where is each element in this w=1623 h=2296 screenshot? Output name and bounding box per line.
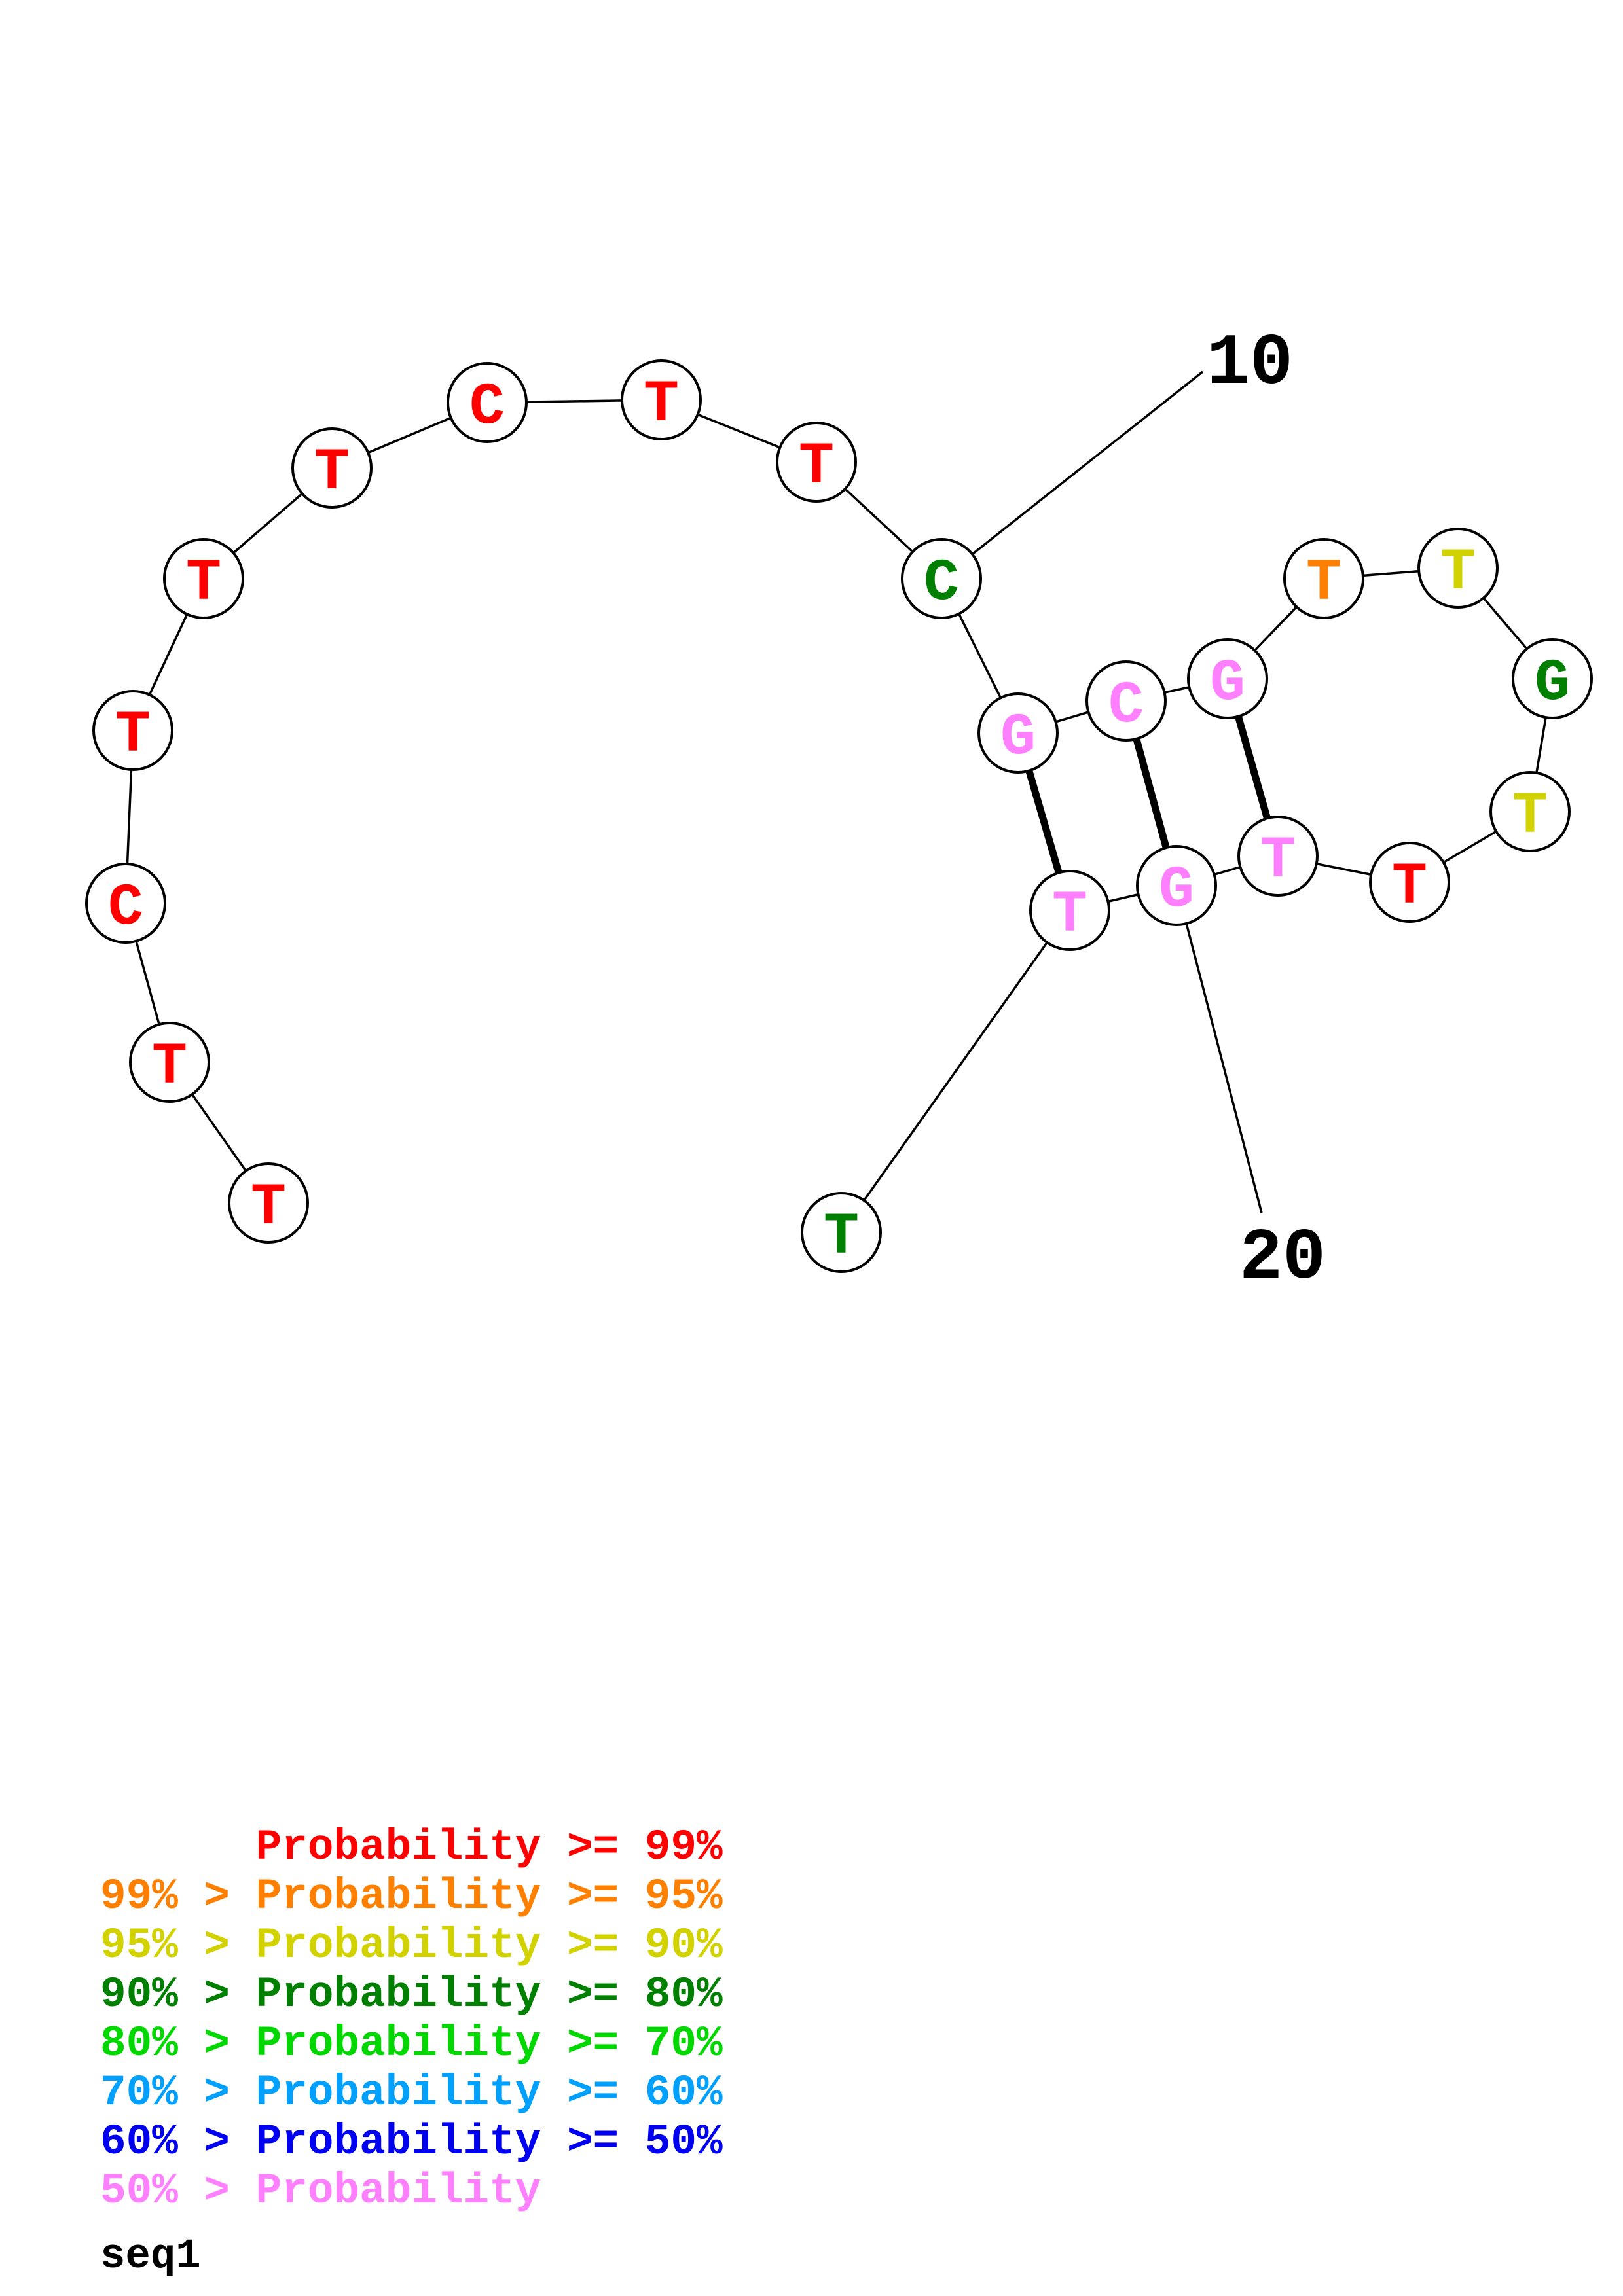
nucleotide-base-4: T	[115, 702, 151, 769]
nucleotide-base-15: T	[1440, 540, 1476, 607]
nucleotide-circle-9	[776, 422, 857, 503]
legend-entry-5: 80% > Probability >= 70%	[100, 2019, 723, 2068]
nucleotide-base-6: T	[314, 440, 350, 507]
nucleotide-base-2: T	[152, 1034, 187, 1101]
legend-entry-3: 95% > Probability >= 90%	[100, 1921, 723, 1970]
nucleotide-base-11: G	[1000, 705, 1036, 772]
label-leader-20	[1175, 885, 1263, 1213]
nucleotide-circle-15	[1417, 528, 1499, 609]
position-label-20: 20	[1239, 1218, 1326, 1300]
nucleotide-circle-11	[977, 692, 1059, 774]
nucleotide-circle-22	[801, 1192, 882, 1273]
legend-entry-8: 50% > Probability	[100, 2166, 541, 2215]
nucleotide-base-10: C	[924, 550, 959, 617]
legend-entry-4: 90% > Probability >= 80%	[100, 1970, 723, 2019]
nucleotide-base-1: T	[251, 1175, 286, 1242]
nucleotide-base-17: T	[1512, 783, 1548, 850]
nucleotide-base-3: C	[108, 875, 143, 942]
backbone-bond-21-22	[840, 909, 1071, 1234]
probability-legend: Probability >= 99%99% > Probability >= 9…	[100, 1823, 723, 2215]
label-leader-10	[940, 370, 1204, 580]
nucleotide-base-22: T	[824, 1204, 859, 1271]
nucleotide-base-12: C	[1108, 673, 1144, 740]
nucleotide-circle-3	[85, 863, 166, 944]
nucleotide-base-16: G	[1535, 651, 1570, 717]
nucleotide-circle-5	[163, 538, 244, 619]
nucleotide-base-14: T	[1306, 550, 1341, 617]
sequence-name: seq1	[100, 2233, 201, 2280]
nucleotide-circle-20	[1136, 845, 1217, 926]
nucleotide-circle-13	[1187, 638, 1268, 719]
legend-entry-2: 99% > Probability >= 95%	[100, 1872, 723, 1921]
nucleotide-circle-17	[1489, 771, 1571, 852]
nucleotide-circle-1	[228, 1162, 309, 1244]
nucleotide-base-5: T	[186, 550, 221, 617]
nucleotide-base-7: C	[469, 374, 505, 441]
nucleotide-base-18: T	[1392, 854, 1427, 921]
nucleotide-base-13: G	[1210, 651, 1245, 717]
nucleotide-circle-21	[1029, 870, 1110, 951]
nucleotide-circle-19	[1237, 816, 1319, 897]
legend-entry-7: 60% > Probability >= 50%	[100, 2117, 723, 2166]
nucleotide-circle-18	[1369, 842, 1450, 923]
legend-entry-1: Probability >= 99%	[100, 1823, 723, 1872]
nucleotide-circle-16	[1512, 638, 1593, 719]
nucleotide-base-8: T	[644, 372, 679, 439]
nucleotide-circle-7	[447, 362, 528, 443]
nucleotide-base-9: T	[799, 434, 834, 501]
nucleotide-circle-4	[92, 690, 173, 771]
nucleotide-circle-12	[1085, 660, 1167, 742]
position-label-10: 10	[1207, 323, 1293, 405]
nucleotide-circle-8	[621, 359, 702, 440]
nucleotide-base-19: T	[1260, 828, 1296, 895]
nucleotide-circle-14	[1283, 538, 1364, 619]
nucleotide-base-21: T	[1052, 882, 1087, 949]
nucleotide-base-20: G	[1159, 857, 1194, 924]
nucleotide-circle-10	[901, 538, 982, 619]
nucleotide-circle-2	[129, 1022, 210, 1103]
nucleotide-circle-6	[291, 427, 373, 509]
legend-entry-6: 70% > Probability >= 60%	[100, 2068, 723, 2117]
